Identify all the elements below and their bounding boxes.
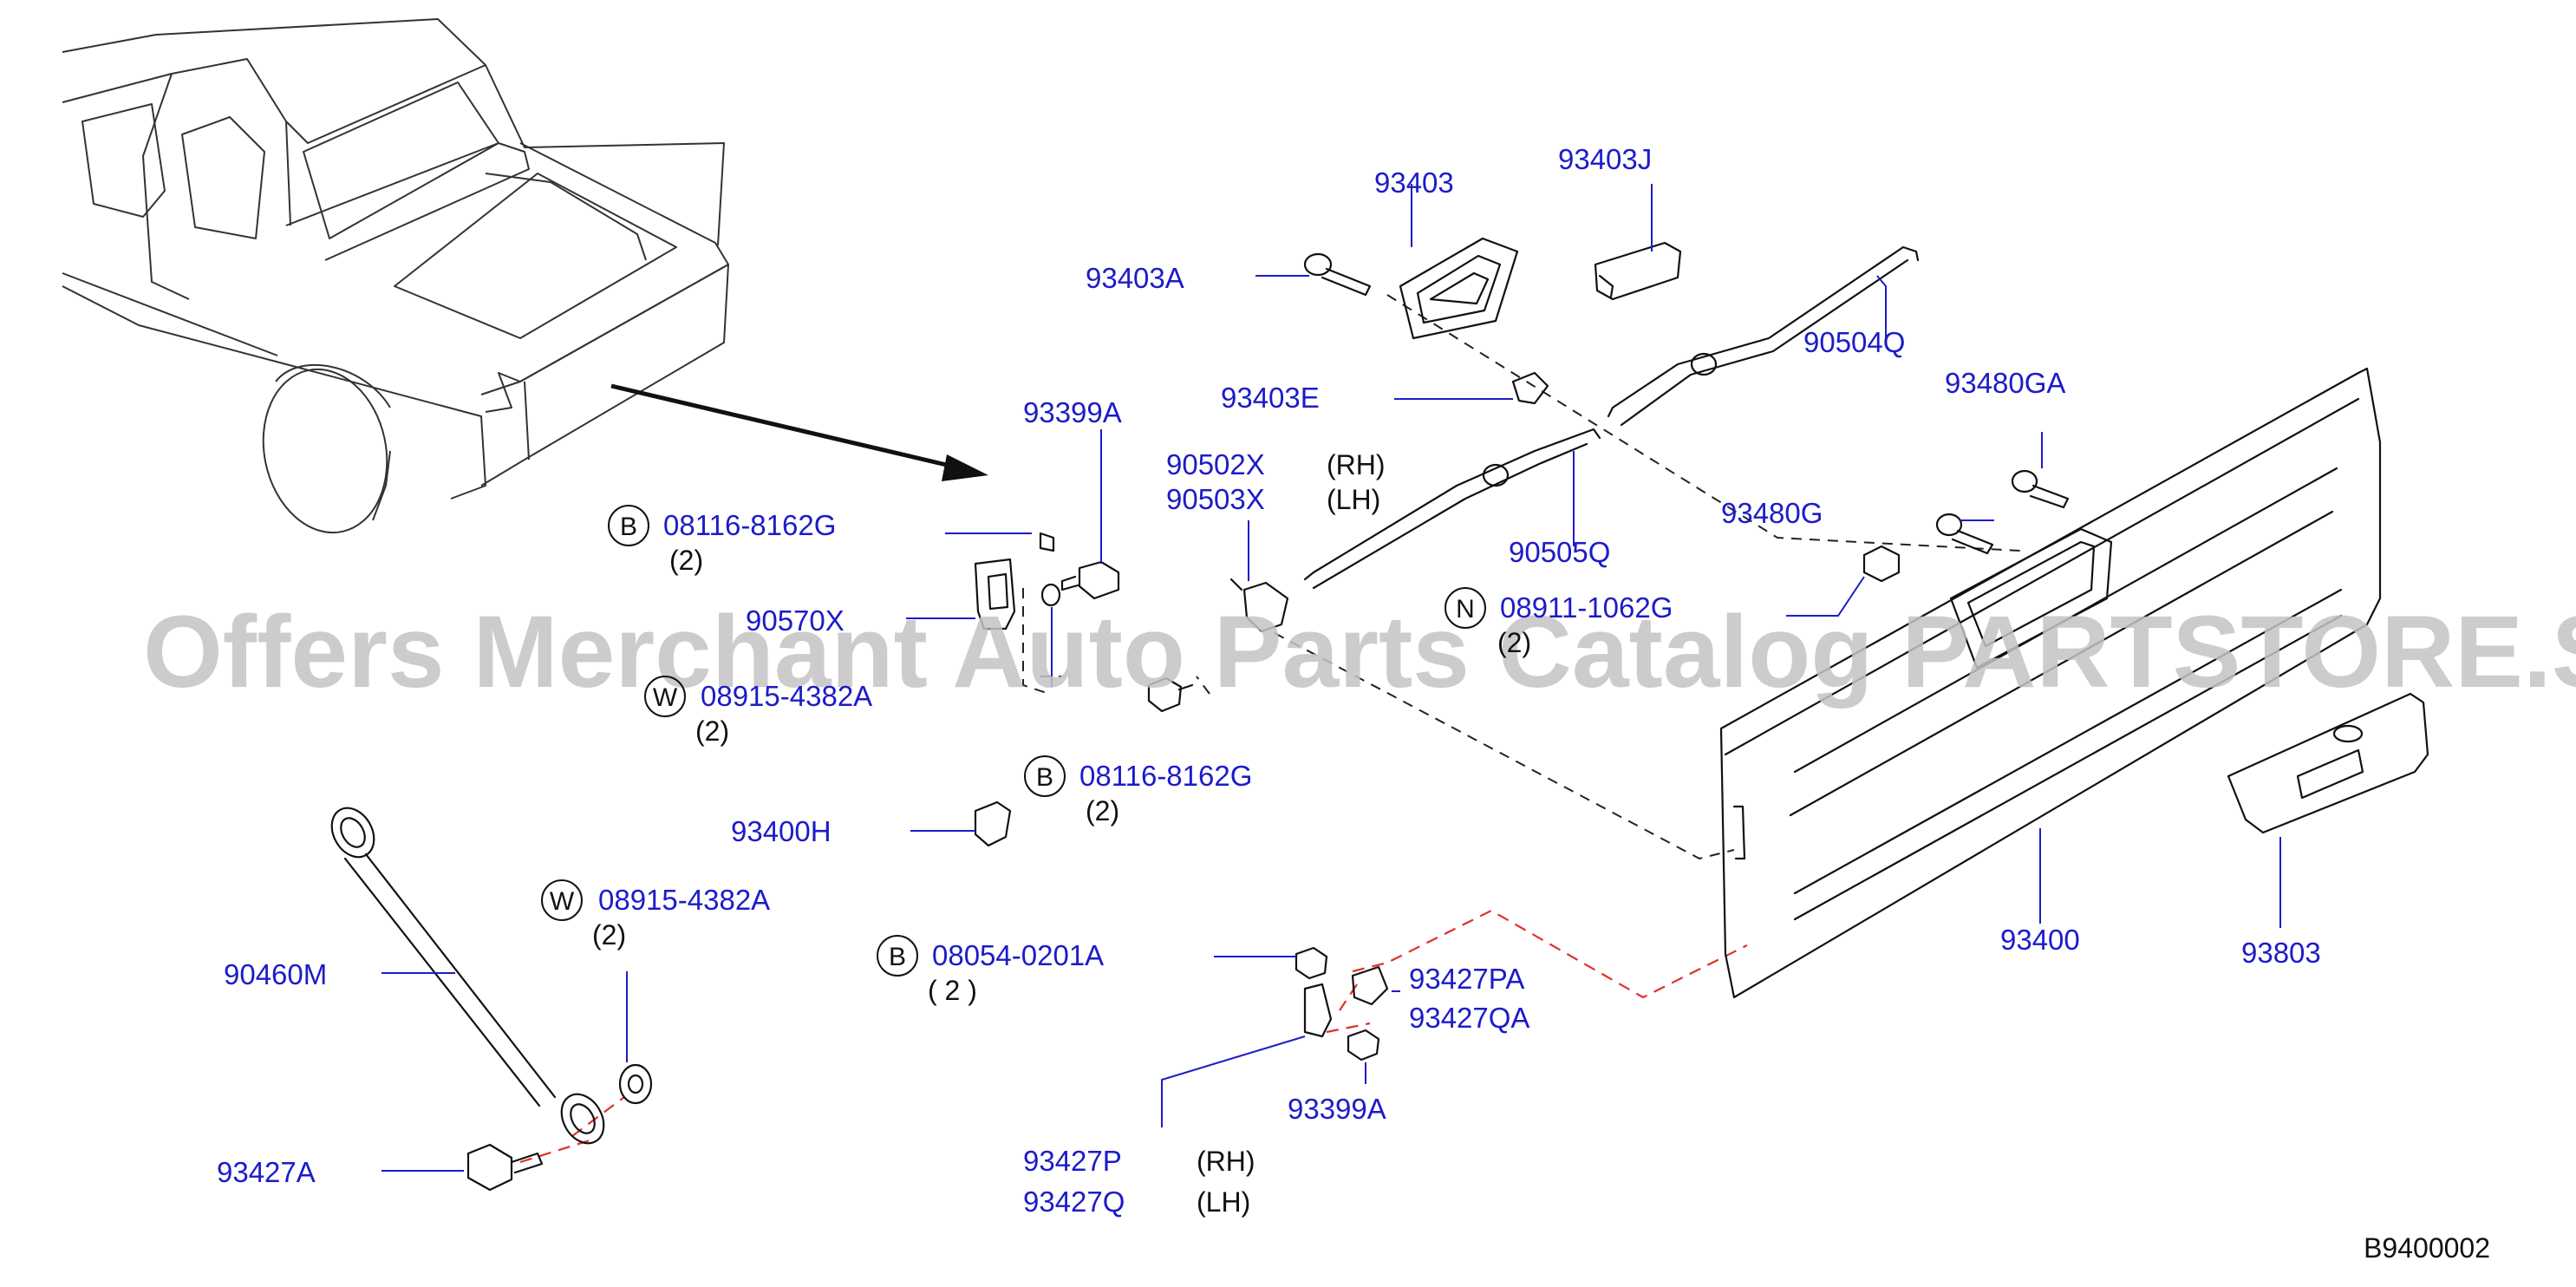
qty-08915-b: (2): [592, 919, 626, 951]
svg-text:B: B: [889, 943, 906, 971]
circled-letter-w2: W: [541, 879, 583, 921]
label-90504q[interactable]: 90504Q: [1803, 326, 1905, 358]
label-93399a-bottom[interactable]: 93399A: [1288, 1093, 1386, 1125]
label-90505q[interactable]: 90505Q: [1509, 536, 1610, 568]
qty-08915-a: (2): [695, 715, 729, 747]
label-90460m[interactable]: 90460M: [224, 958, 327, 990]
rod-lower-icon: [1303, 428, 1601, 590]
clip-icon: [1511, 371, 1549, 405]
strap-bolt-icon: [466, 1143, 544, 1192]
label-rh-top: (RH): [1327, 449, 1386, 480]
qty-08116-b: (2): [1086, 795, 1119, 826]
hinge-bracket-icon: [1303, 965, 1389, 1038]
handle-escutcheon-icon: [1399, 237, 1519, 340]
label-93427p[interactable]: 93427P: [1023, 1145, 1122, 1177]
hinge-bolt-icon: [1295, 946, 1328, 980]
qty-08116-a: (2): [669, 545, 703, 576]
support-strap-icon: [330, 807, 605, 1145]
nut-icon: [1862, 545, 1901, 583]
label-93427q[interactable]: 93427Q: [1023, 1186, 1125, 1218]
circled-letter-w1: W: [644, 676, 686, 717]
rod-upper-icon: [1607, 245, 1920, 427]
circled-letter-n1: N: [1445, 587, 1486, 629]
label-93427pa[interactable]: 93427PA: [1409, 963, 1524, 995]
label-lh-top: (LH): [1327, 484, 1380, 515]
label-93399a-top[interactable]: 93399A: [1023, 396, 1122, 428]
handle-cover-icon: [1594, 241, 1682, 301]
tailgate-panel-icon: [1719, 367, 2382, 999]
label-93403e[interactable]: 93403E: [1221, 382, 1320, 414]
circled-letter-b3: B: [877, 935, 918, 977]
bracket-icon: [974, 558, 1016, 630]
qty-08911: (2): [1497, 627, 1531, 658]
label-08054-0201a[interactable]: 08054-0201A: [932, 939, 1104, 971]
label-90503x[interactable]: 90503X: [1166, 483, 1265, 515]
rod-end-icon: [1229, 578, 1289, 633]
assembly-dashed-lines: [1022, 294, 2021, 860]
svg-text:W: W: [653, 683, 678, 712]
red-assembly-lines: [519, 909, 1748, 1164]
label-lh-bottom: (LH): [1197, 1186, 1250, 1218]
tailgate-clip-icon: [974, 800, 1012, 847]
label-93403j[interactable]: 93403J: [1558, 143, 1652, 175]
label-93400[interactable]: 93400: [2000, 924, 2080, 956]
label-90502x[interactable]: 90502X: [1166, 448, 1265, 480]
screw-g-icon: [1935, 513, 1994, 555]
bolt-middle-icon: [1147, 676, 1194, 713]
washer-icon: [1040, 583, 1061, 607]
label-93427qa[interactable]: 93427QA: [1409, 1002, 1529, 1034]
label-93400h[interactable]: 93400H: [731, 815, 831, 847]
washer-lower-icon: [618, 1063, 653, 1105]
label-93403[interactable]: 93403: [1374, 167, 1454, 199]
arrow-icon: [610, 383, 988, 481]
screw-ga-icon: [2011, 469, 2070, 509]
svg-text:W: W: [550, 887, 575, 916]
tailgate-finisher-icon: [2227, 692, 2429, 834]
label-08116-8162g-a[interactable]: 08116-8162G: [663, 509, 836, 541]
svg-text:B: B: [1036, 763, 1053, 792]
svg-text:N: N: [1456, 595, 1475, 624]
label-93803[interactable]: 93803: [2241, 937, 2321, 969]
qty-08054: ( 2 ): [928, 975, 977, 1006]
label-08116-8162g-b[interactable]: 08116-8162G: [1079, 760, 1252, 792]
watermark: Offers Merchant Auto Parts Catalog PARTS…: [143, 595, 2576, 709]
label-rh-bottom: (RH): [1197, 1146, 1255, 1177]
circled-letter-b2: B: [1024, 755, 1066, 797]
label-08911-1062g[interactable]: 08911-1062G: [1500, 591, 1673, 624]
label-08915-4382a-a[interactable]: 08915-4382A: [701, 680, 872, 712]
diagram-reference-code: B9400002: [2364, 1232, 2490, 1264]
label-93480g[interactable]: 93480G: [1721, 497, 1823, 529]
label-93427a[interactable]: 93427A: [217, 1156, 316, 1188]
label-93480ga[interactable]: 93480GA: [1945, 367, 2065, 399]
svg-text:B: B: [620, 513, 637, 541]
circled-letter-b1: B: [608, 505, 649, 546]
bolt-lower-icon: [1347, 1029, 1380, 1062]
leader-lines: [382, 184, 2281, 1172]
bolt-top-icon: [1039, 532, 1120, 600]
label-93403a[interactable]: 93403A: [1086, 262, 1184, 294]
label-08915-4382a-b[interactable]: 08915-4382A: [598, 884, 770, 916]
label-90570x[interactable]: 90570X: [746, 604, 845, 637]
screw-icon: [1303, 252, 1372, 297]
truck-illustration: [62, 18, 729, 534]
